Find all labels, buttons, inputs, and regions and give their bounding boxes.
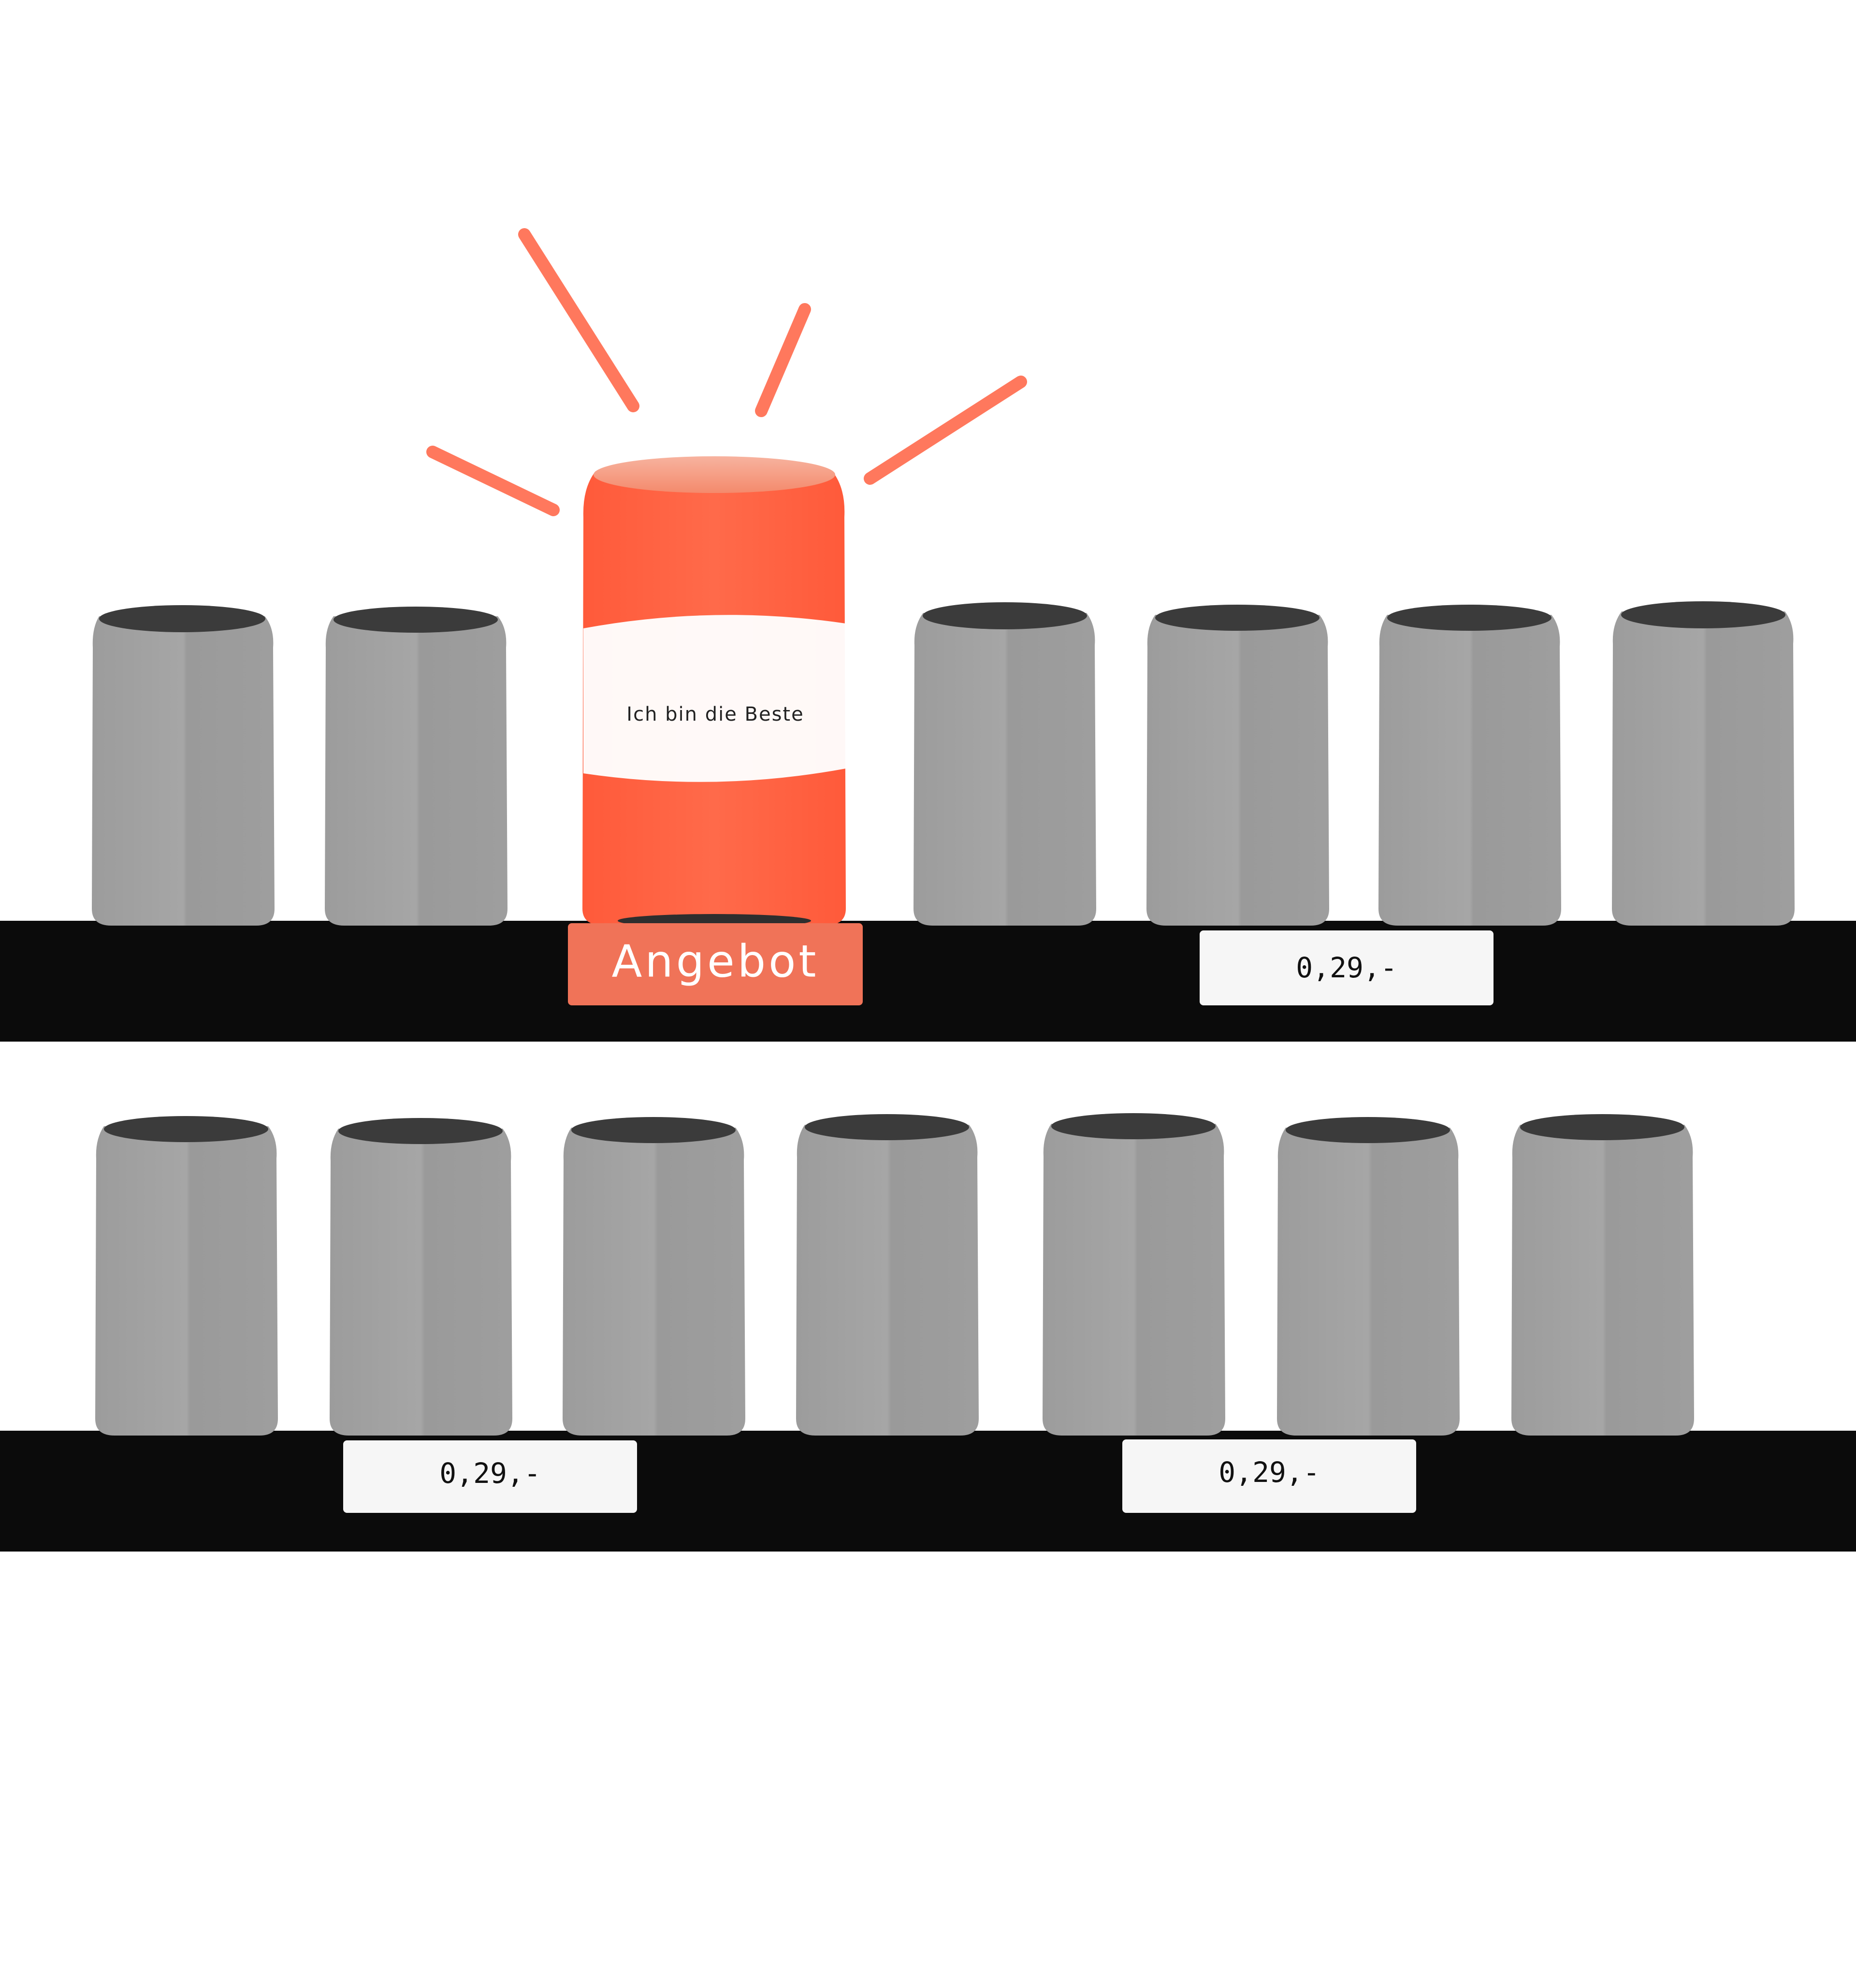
lower-shelf: [0, 1431, 1856, 1552]
hero-can-rays: [426, 228, 1027, 516]
upper-can-5: [1146, 605, 1329, 926]
lower-can-7: [1511, 1114, 1694, 1436]
hero-can-label: Ich bin die Beste: [626, 703, 804, 726]
lower-can-4: [796, 1114, 979, 1436]
offer-tag-label: Angebot: [611, 935, 819, 987]
upper-can-4: [914, 602, 1096, 926]
upper-can-6: [1378, 605, 1561, 926]
upper-can-2: [325, 607, 508, 926]
lower-can-3: [563, 1117, 745, 1436]
hero-can: [582, 456, 846, 928]
upper-can-1: [92, 605, 275, 926]
price-tag-upper-label: 0,29,-: [1296, 951, 1397, 984]
offer-tag: [568, 923, 863, 1005]
price-tag-lower-right: [1122, 1439, 1416, 1513]
price-tag-upper: [1200, 930, 1494, 1005]
price-tag-lower-right-label: 0,29,-: [1218, 1456, 1320, 1489]
lower-can-6: [1277, 1117, 1460, 1436]
upper-shelf: [0, 921, 1856, 1042]
price-tag-lower-left-label: 0,29,-: [439, 1457, 541, 1490]
lower-can-5: [1043, 1113, 1225, 1436]
lower-can-2: [330, 1118, 512, 1436]
lower-can-1: [95, 1116, 278, 1436]
price-tag-lower-left: [343, 1440, 637, 1513]
upper-can-7: [1612, 601, 1795, 926]
